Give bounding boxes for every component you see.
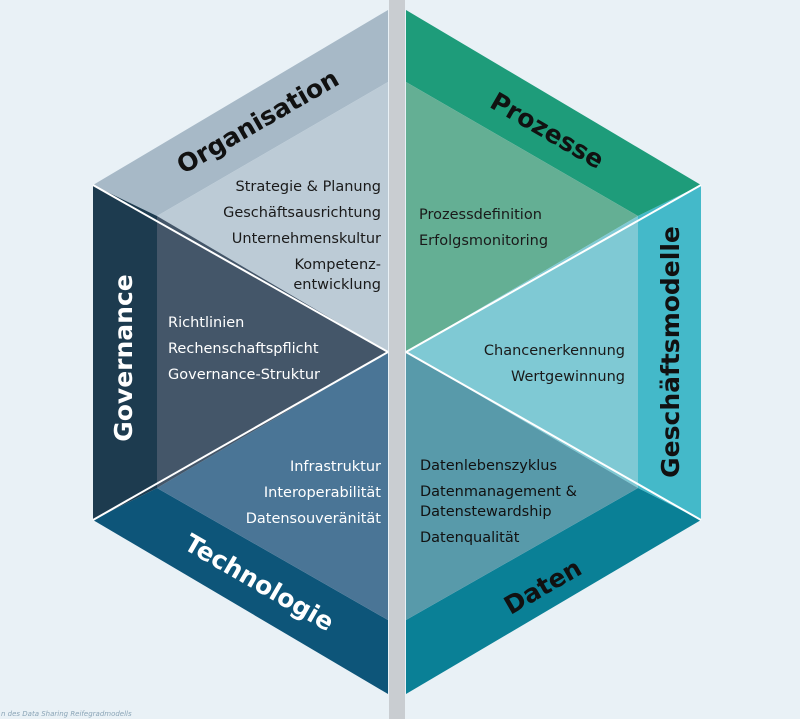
prozesse-item: Prozessdefinition	[419, 207, 542, 223]
segment-organisation-band	[93, 10, 388, 216]
segment-geschaeftsmodelle-inner	[406, 216, 638, 488]
geschaeftsmodelle-item: Chancenerkennung	[484, 343, 625, 359]
technologie-item: Interoperabilität	[264, 485, 381, 501]
segment-technologie-band	[93, 488, 388, 694]
prozesse-item: Erfolgsmonitoring	[419, 233, 548, 249]
segment-prozesse-band	[406, 10, 701, 216]
governance-item: Rechenschaftspflicht	[168, 341, 319, 357]
geschaeftsmodelle-item: Wertgewinnung	[511, 369, 625, 385]
divider-line	[92, 184, 389, 353]
organisation-item: Unternehmenskultur	[232, 231, 381, 247]
segment-governance-title: Governance	[109, 274, 138, 442]
segment-governance-band	[93, 185, 157, 520]
organisation-item: Strategie & Planung	[236, 179, 381, 195]
segment-geschaeftsmodelle-band	[638, 185, 701, 520]
divider-line	[92, 351, 389, 521]
daten-item: Datenqualität	[420, 530, 520, 546]
governance-item: Governance-Struktur	[168, 367, 320, 383]
segment-governance-inner	[157, 216, 388, 488]
segment-prozesse-inner	[406, 82, 638, 352]
governance-item: Richtlinien	[168, 315, 244, 331]
figure-caption: n des Data Sharing Reifegradmodells	[1, 710, 132, 718]
segment-technologie-inner	[157, 352, 388, 620]
segment-geschaeftsmodelle-title: Geschäftsmodelle	[656, 226, 685, 478]
daten-item: Datenmanagement &	[420, 484, 577, 500]
technologie-item: Datensouveränität	[246, 511, 382, 527]
segment-daten-band	[406, 488, 701, 694]
organisation-item: Kompetenz-	[294, 257, 381, 273]
segment-organisation-inner	[157, 82, 388, 352]
technologie-item: Infrastruktur	[290, 459, 381, 475]
divider-line	[405, 184, 702, 353]
daten-item: Datenlebenszyklus	[420, 458, 557, 474]
daten-item: Datenstewardship	[420, 504, 552, 520]
organisation-item: Geschäftsausrichtung	[223, 205, 381, 221]
center-divider	[389, 0, 405, 719]
segment-daten-inner	[406, 352, 638, 620]
organisation-item: entwicklung	[293, 277, 381, 293]
divider-line	[405, 351, 702, 521]
